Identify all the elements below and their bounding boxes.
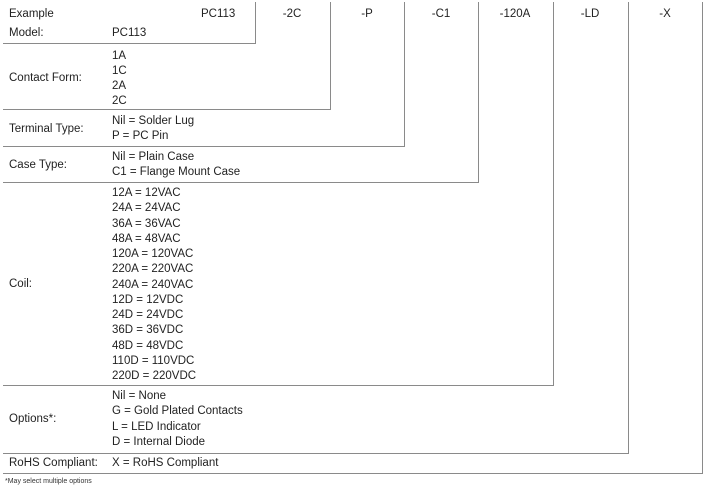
example-code: PC113 — [201, 8, 236, 20]
section-value: 48D = 48VDC — [112, 339, 184, 352]
section-label: Terminal Type: — [9, 122, 84, 135]
section-value: 110D = 110VDC — [112, 354, 195, 367]
column-divider — [404, 2, 405, 147]
section-value: 1C — [112, 65, 127, 77]
section-value: 12D = 12VDC — [112, 293, 184, 306]
section-value: 1A — [112, 50, 127, 62]
section-value: Nil = Solder Lug — [112, 115, 195, 127]
suffix-header: -P — [361, 8, 373, 20]
section-value: 36A = 36VAC — [112, 217, 181, 230]
section-label: Coil: — [9, 278, 33, 290]
section-value: 220A = 220VAC — [112, 263, 194, 276]
divider — [3, 182, 478, 183]
column-divider — [478, 2, 479, 183]
example-label: Example — [9, 8, 54, 20]
section-value: 36D = 36VDC — [112, 324, 184, 337]
section-label: RoHS Compliant: — [9, 457, 98, 469]
suffix-header: -X — [659, 8, 671, 20]
divider — [3, 385, 553, 386]
divider — [3, 473, 702, 474]
divider — [3, 146, 404, 147]
column-divider — [628, 2, 629, 454]
section-value: X = RoHS Compliant — [112, 457, 219, 469]
section-value: C1 = Flange Mount Case — [112, 166, 241, 178]
section-value: 120A = 120VAC — [112, 248, 194, 260]
section-value: PC113 — [112, 27, 147, 39]
section-value: 2A — [112, 80, 127, 92]
section-label: Model: — [9, 27, 44, 39]
section-value: G = Gold Plated Contacts — [112, 405, 243, 418]
section-value: 220D = 220VDC — [112, 370, 197, 382]
section-value: L = LED Indicator — [112, 420, 201, 433]
section-value: 2C — [112, 95, 127, 107]
section-value: 24D = 24VDC — [112, 309, 184, 321]
divider — [3, 109, 330, 110]
suffix-header: -2C — [282, 8, 302, 20]
column-divider — [702, 2, 703, 474]
section-value: 12A = 12VAC — [112, 187, 181, 199]
column-divider — [255, 2, 256, 44]
section-value: P = PC Pin — [112, 130, 169, 142]
section-value: D = Internal Diode — [112, 435, 206, 448]
suffix-header: -120A — [499, 8, 531, 20]
section-value: Nil = Plain Case — [112, 151, 195, 163]
section-value: 24A = 24VAC — [112, 202, 181, 215]
suffix-header: -LD — [580, 8, 600, 20]
section-label: Contact Form: — [9, 72, 82, 84]
section-value: Nil = None — [112, 390, 167, 402]
section-label: Options*: — [9, 413, 57, 425]
column-divider — [553, 2, 554, 386]
footnote: *May select multiple options — [5, 478, 92, 485]
divider — [3, 453, 628, 454]
section-label: Case Type: — [9, 158, 67, 171]
divider — [3, 43, 255, 44]
section-value: 48A = 48VAC — [112, 232, 181, 245]
column-divider — [330, 2, 331, 110]
section-value: 240A = 240VAC — [112, 278, 194, 291]
suffix-header: -C1 — [431, 8, 451, 20]
